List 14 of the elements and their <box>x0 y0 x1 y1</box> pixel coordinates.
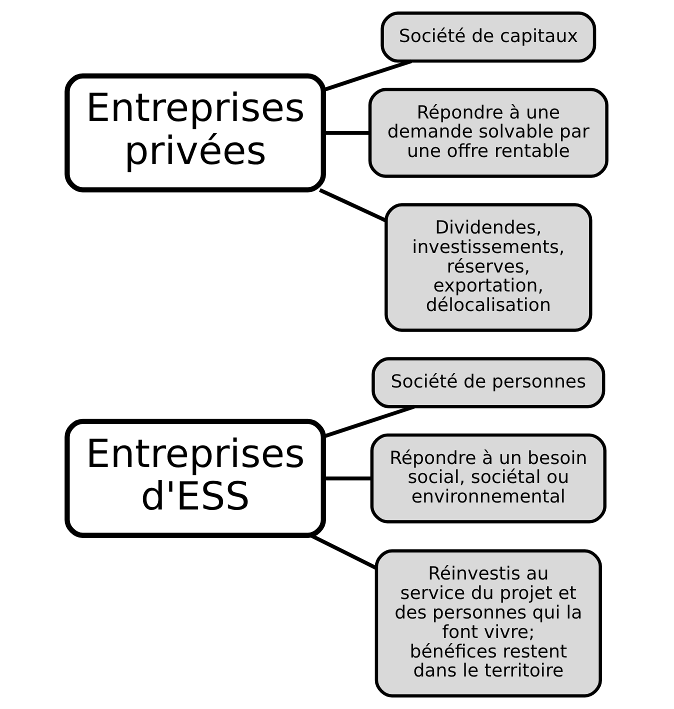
connector <box>322 59 412 92</box>
connector <box>318 188 387 222</box>
connector <box>322 404 415 438</box>
node-box: Répondre à un besoin social, sociétal ou environnemental <box>370 433 606 524</box>
node-box: Entreprises d'ESS <box>64 418 326 538</box>
connector <box>310 534 377 570</box>
node-box: Société de personnes <box>372 357 606 408</box>
node-box: Entreprises privées <box>64 73 326 192</box>
node-box: Société de capitaux <box>380 12 596 63</box>
node-box: Répondre à une demande solvable par une offre rentable <box>368 88 608 178</box>
connector <box>324 130 370 135</box>
node-box: Réinvestis au service du projet et des personnes qui la font vivre; bénéfices restent dans le territoire <box>374 549 602 698</box>
node-box: Dividendes, investissements, réserves, exportation, délocalisation <box>384 203 592 332</box>
connector <box>324 476 372 480</box>
